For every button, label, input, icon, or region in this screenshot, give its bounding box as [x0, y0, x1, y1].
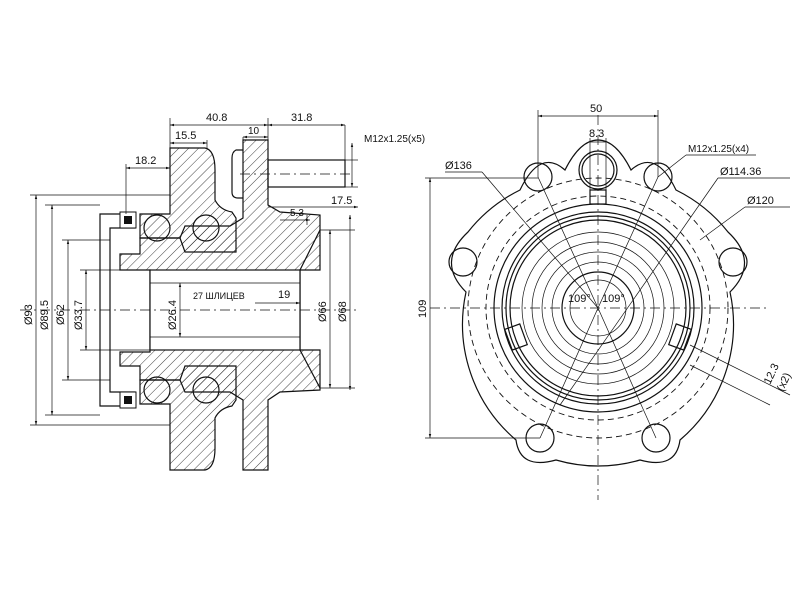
front-view: 50 8.3 M12x1.25(x4) Ø136 Ø114.36 Ø120 10… — [417, 103, 794, 500]
dim-dia-114-36: Ø114.36 — [720, 166, 761, 178]
wheel-stud — [267, 159, 346, 188]
dim-18-2: 18.2 — [135, 155, 156, 167]
stud-hole — [581, 153, 615, 187]
bearing-ball — [192, 214, 220, 242]
bearing-ball — [192, 376, 220, 404]
notch — [667, 323, 693, 351]
dim-dia-68: Ø68 — [337, 301, 349, 322]
side-dimensions — [30, 118, 358, 426]
notch — [503, 323, 529, 351]
dim-19: 19 — [278, 289, 290, 301]
front-dimensions — [425, 110, 791, 439]
stud-hole-cover — [231, 149, 243, 199]
bolt-hole — [641, 423, 671, 453]
bolt-hole — [718, 247, 748, 277]
bore-chamfer — [299, 229, 321, 389]
dim-31-8: 31.8 — [291, 112, 312, 124]
bearing-ball — [143, 214, 171, 242]
radial-line — [597, 176, 659, 309]
dim-dia-66: Ø66 — [317, 301, 329, 322]
dim-15-5: 15.5 — [175, 130, 196, 142]
dim-dia-89-5: Ø89.5 — [39, 300, 51, 330]
seal-core — [124, 396, 132, 404]
dim-thread-front: M12x1.25(x4) — [688, 144, 749, 155]
bolt-hole — [448, 247, 478, 277]
dim-dia-120: Ø120 — [747, 195, 774, 207]
radial-line — [539, 307, 599, 439]
dim-dia-93: Ø93 — [23, 304, 35, 325]
dim-109: 109 — [417, 300, 429, 318]
bearing-ball — [143, 376, 171, 404]
dim-10: 10 — [248, 126, 260, 137]
radial-line — [537, 176, 599, 309]
dim-50: 50 — [590, 103, 602, 115]
flange-outline — [450, 139, 746, 467]
radial-line — [597, 307, 657, 439]
dim-17-5: 17.5 — [331, 195, 352, 207]
dim-dia-33-7: Ø33.7 — [73, 300, 85, 330]
angle-left: 109° — [568, 293, 591, 305]
dim-5-3: 5.3 — [290, 208, 304, 219]
dim-dia-62: Ø62 — [55, 304, 67, 325]
dim-thread-side: M12x1.25(x5) — [364, 134, 425, 145]
dim-40-8: 40.8 — [206, 112, 227, 124]
dim-dia-136: Ø136 — [445, 160, 472, 172]
dim-8-3: 8.3 — [589, 128, 604, 140]
dim-dia-26-4: Ø26.4 — [167, 300, 179, 330]
dim-splines: 27 ШЛИЦЕВ — [193, 291, 245, 301]
angle-right: 109° — [602, 293, 625, 305]
seal-core — [124, 216, 132, 224]
side-section-view: 40.8 31.8 15.5 10 18.2 M12x1.25(x5) 17.5… — [20, 112, 425, 471]
